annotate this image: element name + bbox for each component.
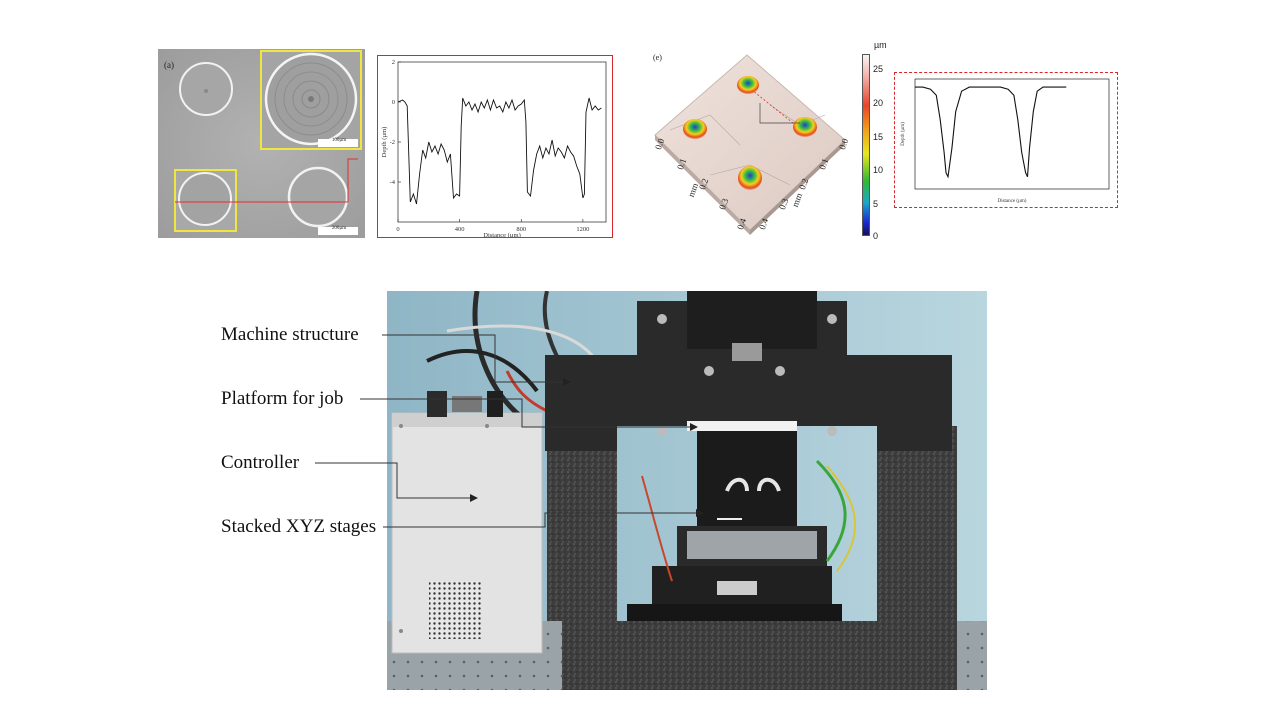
sem-image-panel: (a) 100µm 200µm: [158, 49, 365, 238]
colorbar-tick-5: 5: [873, 199, 879, 209]
scale-bar-small-label: 200µm: [331, 226, 347, 231]
y-axis-label: Depth (µm): [901, 122, 906, 146]
y-tick-label: -4: [390, 179, 396, 186]
x-tick-label: 0: [396, 226, 399, 233]
afm-tick-left-1: 0.1: [675, 157, 689, 171]
x-tick-label: 800: [516, 226, 526, 233]
machine-photo: [387, 291, 987, 690]
afm-3d-surface: [654, 54, 846, 235]
afm-3d-panel: (e) 0.0 0.1 0.2 0.3 0.4 mm 0.0 0.1 0.2 0…: [650, 45, 890, 260]
afm-axis-unit-left: mm: [685, 181, 701, 199]
colorbar-ticks: 25 20 15 10 5 0: [873, 54, 893, 244]
afm-panel-label: (e): [653, 53, 662, 62]
colorbar-tick-25: 25: [873, 64, 884, 74]
colorbar-tick-15: 15: [873, 132, 884, 142]
sem-image: [158, 49, 365, 238]
label-stacked-xyz-stages: Stacked XYZ stages: [221, 516, 377, 537]
x-tick-label: 400: [455, 226, 465, 233]
colorbar-tick-10: 10: [873, 165, 884, 175]
colorbar-tick-20: 20: [873, 98, 884, 108]
depth-profile-chart-2-svg: Distance (µm) Depth (µm): [901, 78, 1110, 204]
y-tick-label: 0: [392, 99, 395, 106]
afm-tick-left-4: 0.4: [735, 217, 749, 231]
afm-tick-left-0: 0.0: [653, 137, 667, 151]
afm-tick-right-4: 0.4: [757, 217, 771, 231]
label-controller: Controller: [221, 452, 300, 473]
colorbar: [862, 54, 870, 236]
y-axis-label: Depth (µm): [381, 127, 388, 158]
afm-tick-left-3: 0.3: [717, 197, 731, 211]
label-machine-structure: Machine structure: [221, 324, 359, 345]
depth-profile-chart-2: Distance (µm) Depth (µm): [894, 72, 1118, 208]
x-axis-label: Distance (µm): [998, 199, 1027, 204]
afm-axis-left: 0.0 0.1 0.2 0.3 0.4 mm 0.0 0.1 0.2 0.3 0…: [650, 45, 890, 260]
plot-frame: [914, 78, 1110, 190]
x-axis-label: Distance (µm): [483, 232, 521, 237]
y-tick-label: 2: [392, 59, 395, 66]
afm-tick-right-1: 0.1: [817, 157, 831, 171]
afm-tick-right-2: 0.2: [797, 177, 811, 191]
scale-bar-large-label: 100µm: [331, 138, 347, 143]
x-tick-label: 1200: [576, 226, 589, 233]
colorbar-unit: µm: [874, 40, 887, 50]
afm-tick-right-3: 0.3: [777, 197, 791, 211]
sem-panel-label: (a): [164, 60, 174, 70]
profile-line: [397, 97, 602, 205]
afm-tick-right-0: 0.0: [837, 137, 851, 151]
colorbar-tick-0: 0: [873, 231, 879, 241]
y-tick-label: -2: [390, 139, 395, 146]
machine-photo-illustration: [387, 291, 987, 690]
profile-line: [915, 86, 1067, 179]
label-platform-for-job: Platform for job: [221, 388, 344, 409]
afm-axis-unit-right: mm: [789, 191, 805, 209]
